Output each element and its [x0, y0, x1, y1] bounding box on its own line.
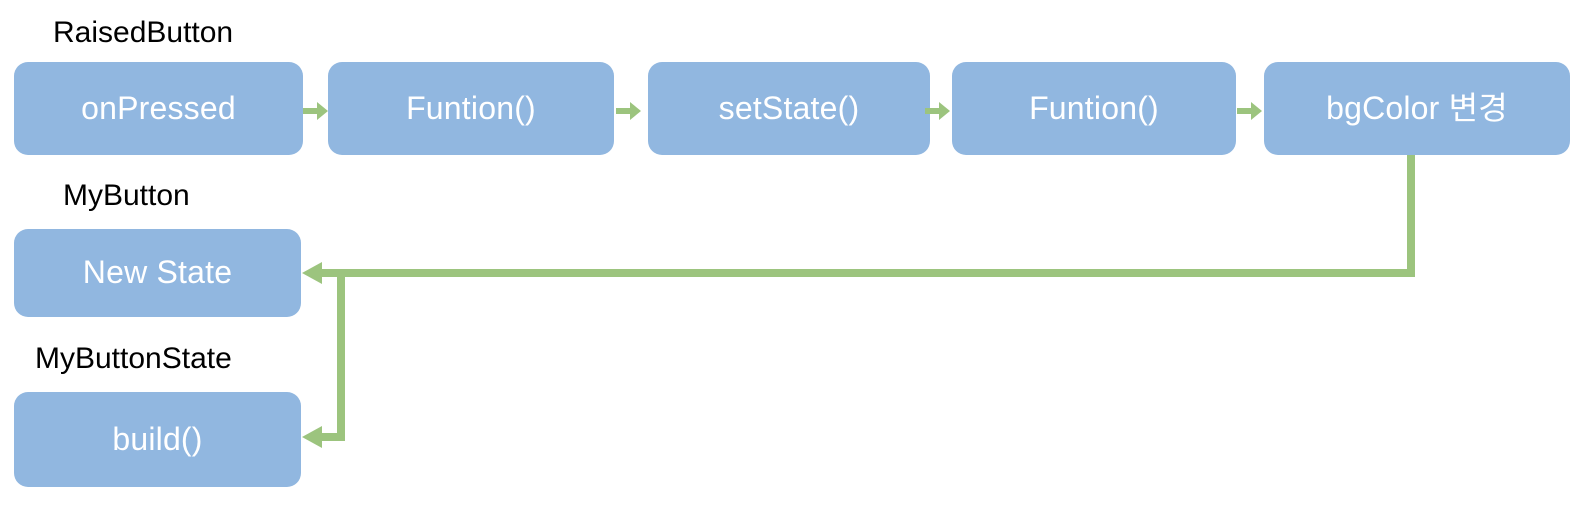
right-arrow-icon-2: [616, 100, 642, 122]
node-new-state[interactable]: New State: [14, 229, 301, 317]
edge-new-state-to-build: [302, 273, 345, 448]
right-arrow-icon-3: [925, 100, 951, 122]
group-label-raised-button: RaisedButton: [53, 16, 234, 49]
right-arrow-icon-1: [303, 100, 329, 122]
edge-bgcolor-to-new-state: [302, 155, 1415, 284]
right-arrow-icon-4: [1237, 100, 1263, 122]
group-label-my-button-state: MyButtonState: [35, 342, 232, 375]
node-function-2[interactable]: Funtion(): [952, 62, 1236, 155]
node-set-state[interactable]: setState(): [648, 62, 930, 155]
node-function-1[interactable]: Funtion(): [328, 62, 614, 155]
group-label-my-button: MyButton: [63, 179, 190, 212]
node-on-pressed[interactable]: onPressed: [14, 62, 303, 155]
node-build[interactable]: build(): [14, 392, 301, 487]
node-bg-color-change[interactable]: bgColor 변경: [1264, 62, 1570, 155]
